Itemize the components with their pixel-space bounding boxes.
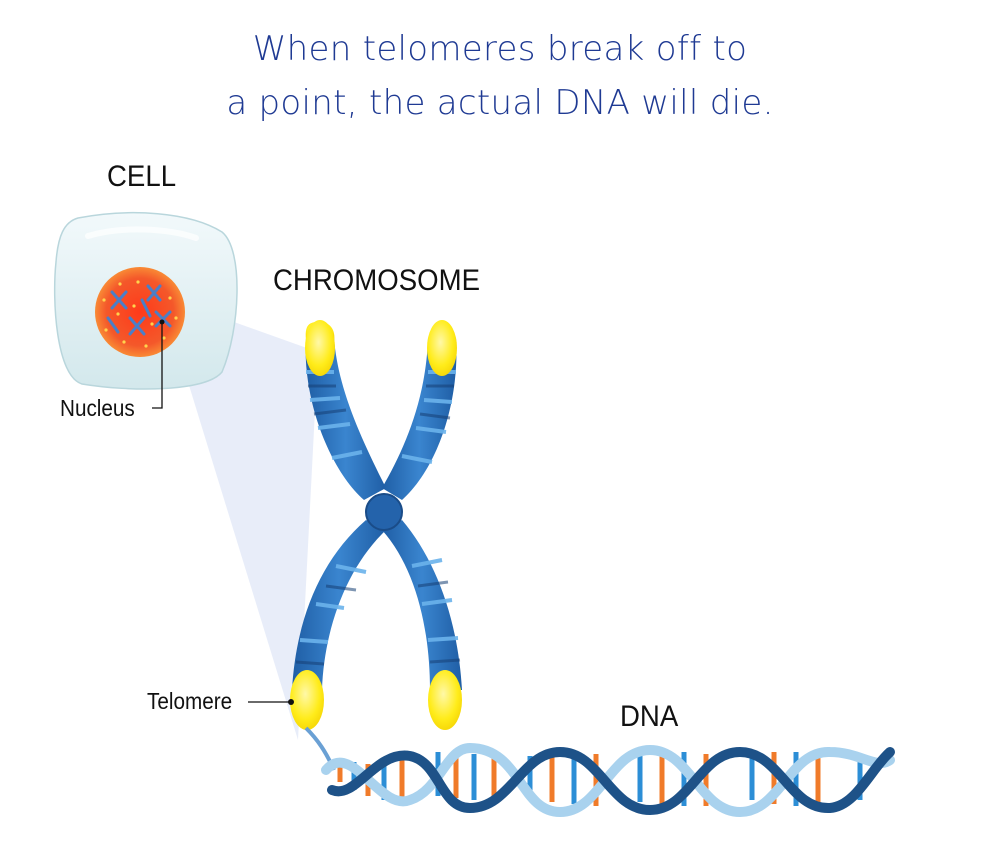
dna-strand-light bbox=[321, 742, 895, 818]
headline: When telomeres break off to a point, the… bbox=[0, 22, 1000, 130]
centromere bbox=[365, 493, 403, 531]
telomere-lower-left bbox=[290, 670, 324, 730]
telomere-label: Telomere bbox=[147, 688, 233, 714]
zoom-cone bbox=[178, 302, 318, 740]
headline-line-1: When telomeres break off to bbox=[252, 29, 748, 69]
cell-illustration bbox=[53, 212, 238, 409]
cell-label: CELL bbox=[107, 160, 177, 193]
chromosome-label: CHROMOSOME bbox=[273, 264, 480, 297]
dna-strand-dark bbox=[327, 746, 895, 816]
chromosome-arm-lower-left bbox=[292, 520, 386, 690]
telomere-lower-right bbox=[428, 670, 462, 730]
telomere-upper-right bbox=[427, 320, 457, 376]
chromosome-arm-upper-right bbox=[382, 338, 457, 500]
nucleus-pointer bbox=[152, 322, 163, 409]
chromosome-arm-lower-right bbox=[382, 520, 462, 690]
chromosome-arm-upper-left bbox=[305, 338, 386, 500]
dna-helix bbox=[304, 726, 895, 818]
headline-line-2: a point, the actual DNA will die. bbox=[226, 83, 774, 123]
dna-label: DNA bbox=[620, 700, 679, 733]
nucleus-label: Nucleus bbox=[60, 395, 135, 421]
nucleus-chromatin bbox=[106, 284, 172, 336]
chromosome bbox=[248, 320, 462, 730]
